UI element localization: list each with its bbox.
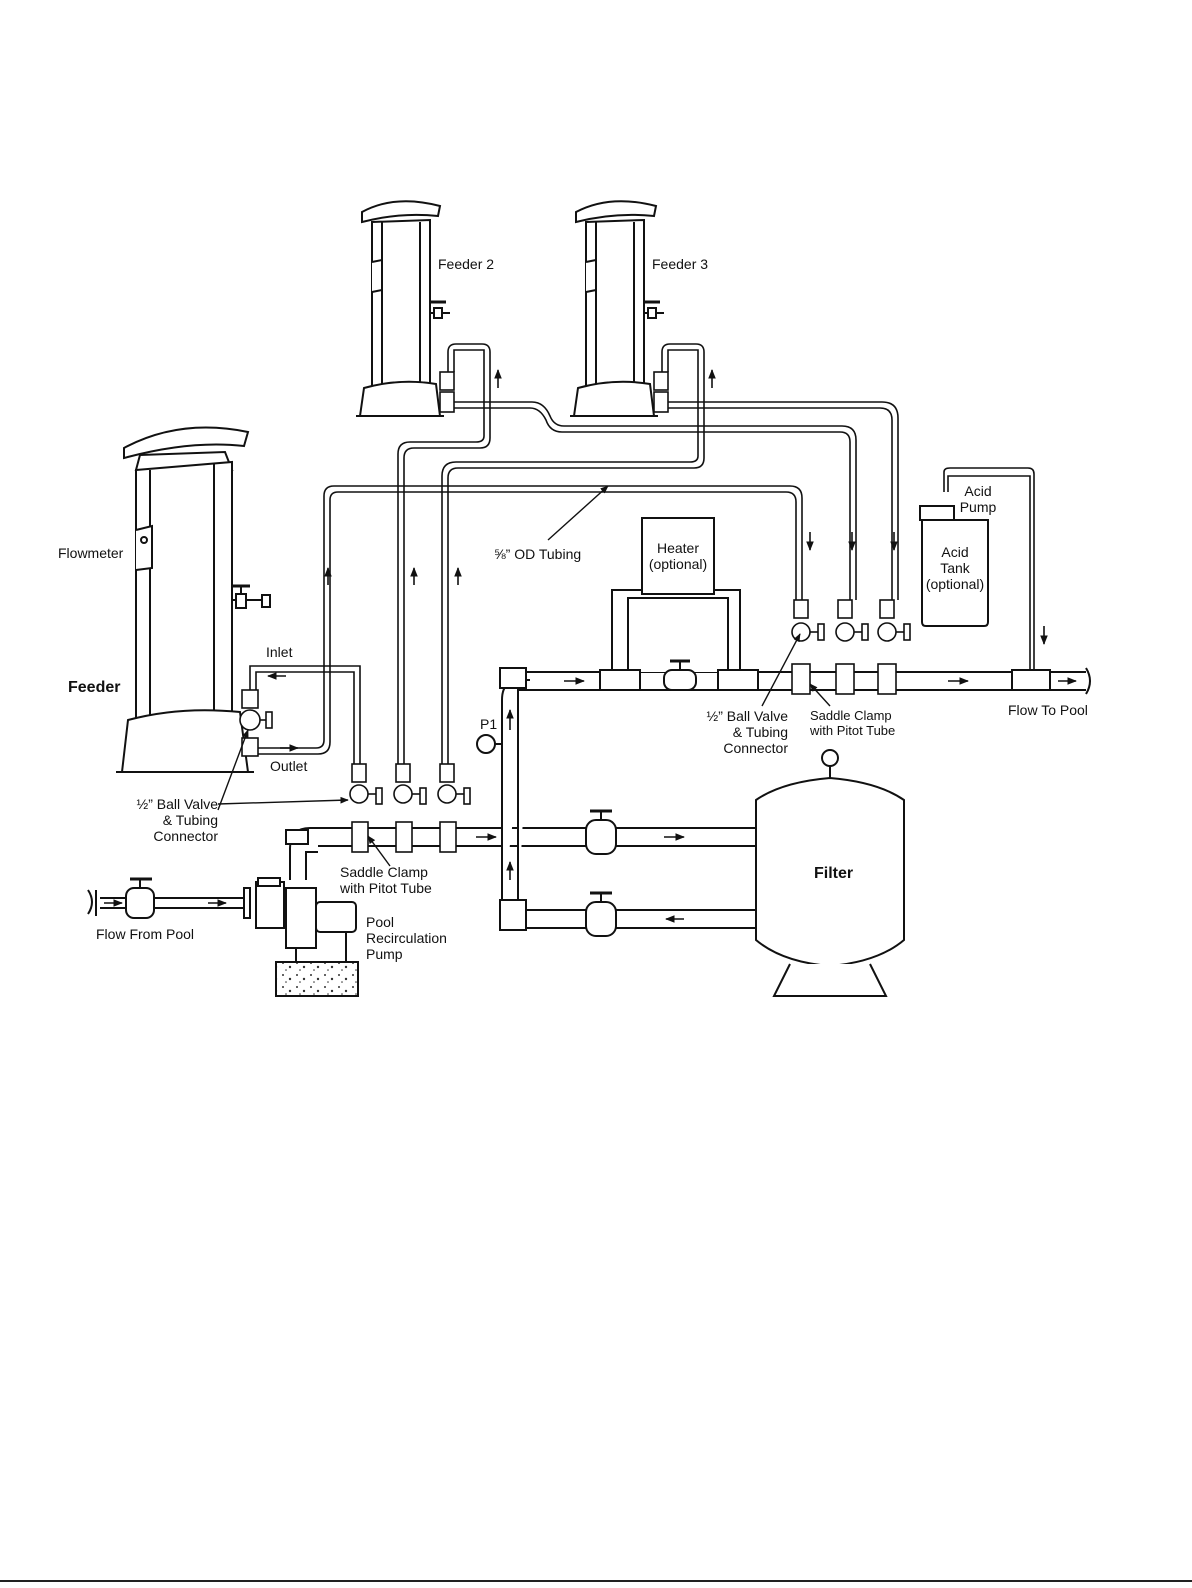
flow-from-pool-label: Flow From Pool — [96, 926, 194, 942]
ball-valve-left-line3: Connector — [120, 828, 218, 844]
pool-pump-line2: Recirculation — [366, 930, 447, 946]
heater-label-line2: (optional) — [642, 556, 714, 572]
saddle-clamp-left-line1: Saddle Clamp — [340, 864, 432, 880]
feeder-label: Feeder — [68, 680, 120, 696]
feeder-2-label: Feeder 2 — [438, 256, 494, 272]
ball-valve-right-label: ½” Ball Valve & Tubing Connector — [690, 708, 788, 756]
acid-tank-label-line3: (optional) — [920, 576, 990, 592]
acid-pump-label-line1: Acid — [950, 483, 1006, 499]
feeder-2-unit — [356, 201, 450, 416]
ball-valve-left-line2: & Tubing — [120, 812, 218, 828]
acid-pump-label: Acid Pump — [950, 483, 1006, 515]
saddle-clamp-left-label: Saddle Clamp with Pitot Tube — [340, 864, 432, 896]
filter-label: Filter — [814, 866, 853, 882]
ball-valve-left-label: ½” Ball Valve & Tubing Connector — [120, 796, 218, 844]
ball-valve-right-line3: Connector — [690, 740, 788, 756]
heater-label-line1: Heater — [642, 540, 714, 556]
ball-valve-right-line2: & Tubing — [690, 724, 788, 740]
acid-tank-label-line2: Tank — [920, 560, 990, 576]
feeder-3-label: Feeder 3 — [652, 256, 708, 272]
pool-pump-line1: Pool — [366, 914, 447, 930]
inlet-label: Inlet — [266, 644, 292, 660]
ball-valve-right-line1: ½” Ball Valve — [690, 708, 788, 724]
pool-pump-line3: Pump — [366, 946, 447, 962]
bottom-rule — [0, 1580, 1192, 1582]
ball-valve-left-line1: ½” Ball Valve — [120, 796, 218, 812]
acid-tank-label-line1: Acid — [920, 544, 990, 560]
pool-pump-label: Pool Recirculation Pump — [366, 914, 447, 962]
saddle-clamp-right-label: Saddle Clamp with Pitot Tube — [810, 708, 895, 738]
outlet-label: Outlet — [270, 758, 307, 774]
feeder-3-unit — [570, 201, 664, 416]
saddle-clamp-right-line2: with Pitot Tube — [810, 723, 895, 738]
flow-to-pool-label: Flow To Pool — [1008, 702, 1088, 718]
acid-pump-label-line2: Pump — [950, 499, 1006, 515]
acid-tank-label: Acid Tank (optional) — [920, 544, 990, 592]
saddle-clamp-right-line1: Saddle Clamp — [810, 708, 895, 723]
p1-label: P1 — [480, 716, 497, 732]
tubing-label: ⅝” OD Tubing — [494, 546, 581, 562]
heater-label: Heater (optional) — [642, 540, 714, 572]
saddle-clamp-left-line2: with Pitot Tube — [340, 880, 432, 896]
flowmeter-label: Flowmeter — [58, 545, 123, 561]
